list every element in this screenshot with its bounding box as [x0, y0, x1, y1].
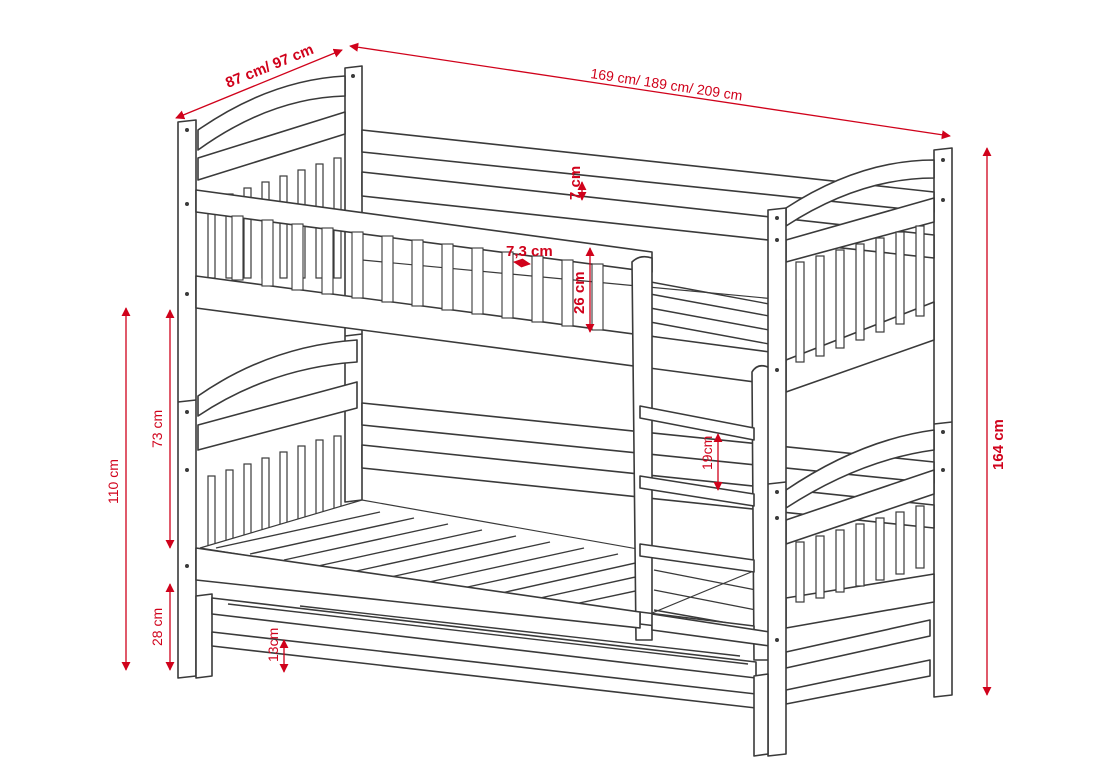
length-label: 169 cm/ 189 cm/ 209 cm: [590, 65, 744, 103]
left-lower-headboard-arch: [197, 339, 358, 417]
trundle-right-lower: [785, 659, 931, 705]
trundle-slats: [227, 603, 749, 665]
lower-bed-front-rail: [195, 547, 641, 629]
right-upper-headboard-arch: [785, 159, 935, 227]
lower-clearance-label: 28 cm: [149, 608, 165, 646]
left-lower-spindles: [207, 435, 342, 551]
upper-guard-spindles: [231, 215, 604, 331]
rail-gap-label: 7 cm: [567, 166, 584, 200]
right-upper-spindles: [795, 225, 925, 363]
trundle-left-leg: [195, 593, 213, 679]
width-dimension-line: [175, 48, 343, 120]
total-height-label: 164 cm: [990, 419, 1007, 470]
bolt-dots: [185, 74, 945, 642]
left-lower-headboard-board: [197, 381, 358, 451]
back-upper-rail-mid: [361, 171, 935, 259]
front-right-post: [767, 207, 787, 757]
ladder-step-label: 19cm: [699, 436, 715, 470]
slat-gap-dimension-line: [513, 258, 531, 268]
dimension-lines: [121, 42, 992, 696]
lower-slats: [215, 511, 757, 629]
upper-clearance-label: 73 cm: [149, 410, 165, 448]
ladder-step-3: [639, 543, 755, 573]
right-lower-spindles: [795, 505, 925, 603]
trundle-right-leg: [753, 673, 769, 757]
left-upper-headboard-board: [197, 111, 346, 181]
bed-frame: [177, 65, 953, 757]
trundle-right-rail: [785, 619, 931, 669]
lower-bed-height-label: 110 cm: [105, 459, 121, 504]
right-lower-headboard-arch: [785, 429, 935, 509]
ladder-step-1: [639, 405, 755, 441]
rail-height-label: 26 cm: [571, 271, 588, 314]
ladder-left-rail: [631, 255, 653, 641]
slat-gap-label: 7,3 cm: [506, 243, 553, 260]
lower-bed-front-rail-right: [651, 613, 771, 647]
drawer-height-label: 13cm: [265, 628, 281, 662]
length-dimension-line: [349, 42, 951, 140]
